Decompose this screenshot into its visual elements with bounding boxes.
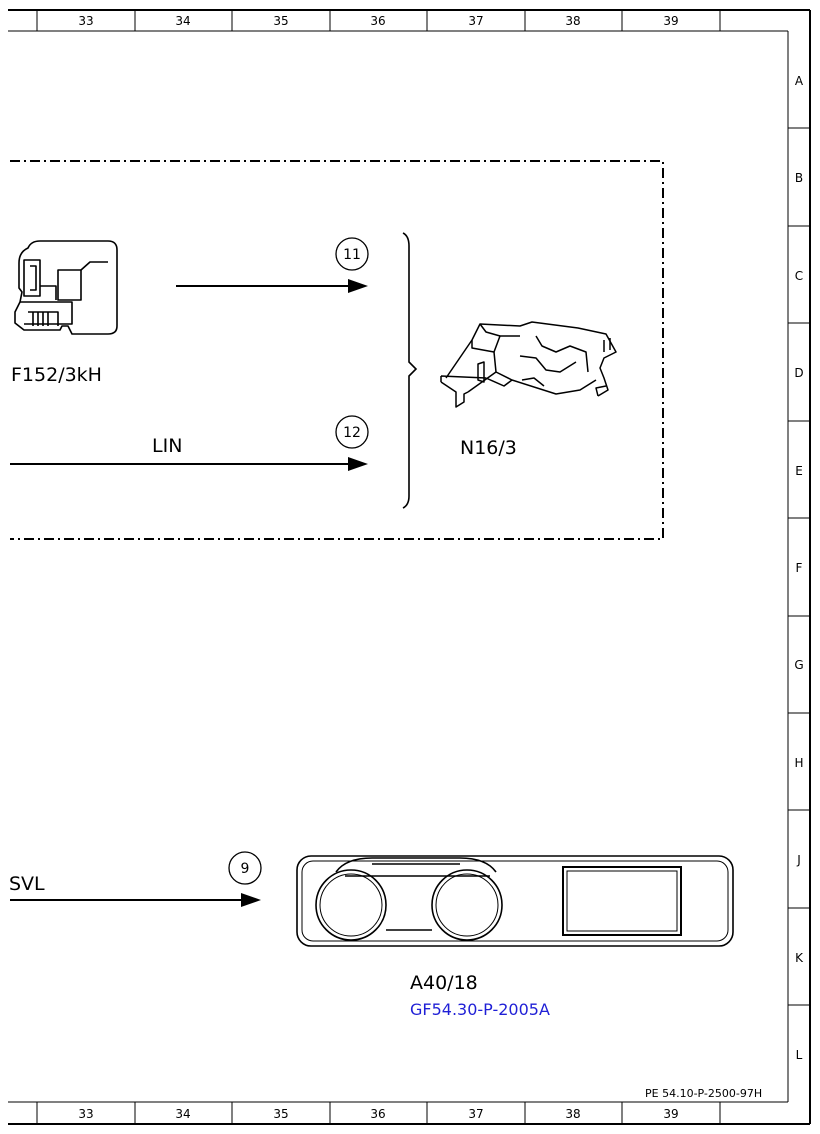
sheet-frame	[8, 9, 811, 1125]
column-number: 35	[273, 1107, 288, 1121]
row-letter: H	[794, 756, 803, 770]
connection-arrow-11	[176, 279, 368, 293]
connection-number: 11	[343, 247, 361, 263]
column-number: 37	[468, 1107, 483, 1121]
instrument-cluster-icon[interactable]	[296, 855, 734, 947]
lin-bus-label: LIN	[152, 435, 182, 457]
cluster-label: A40/18	[410, 972, 478, 994]
column-number: 37	[468, 14, 483, 28]
component-group-boundary	[10, 160, 664, 540]
column-numbers-top: 33 34 35 36 37 38 39	[78, 14, 678, 28]
connection-number: 9	[241, 861, 250, 877]
column-number: 34	[175, 1107, 190, 1121]
row-letter: C	[795, 269, 803, 283]
control-module-label: N16/3	[460, 437, 517, 459]
row-letter: B	[795, 171, 803, 185]
connection-arrow-12	[10, 457, 368, 471]
row-letter: E	[795, 464, 803, 478]
row-letter: L	[796, 1048, 803, 1062]
document-number: PE 54.10-P-2500-97H	[645, 1087, 762, 1100]
control-module-icon[interactable]	[440, 321, 617, 408]
row-letter: K	[795, 951, 804, 965]
connection-number-bubble-9: 9	[228, 851, 262, 885]
column-number: 39	[663, 14, 678, 28]
column-number: 33	[78, 14, 93, 28]
row-letter: F	[796, 561, 803, 575]
connection-arrow-9	[10, 893, 261, 907]
column-numbers-bottom: 33 34 35 36 37 38 39	[78, 1107, 678, 1121]
column-number: 36	[370, 14, 385, 28]
row-letter: G	[794, 658, 803, 672]
column-number: 36	[370, 1107, 385, 1121]
column-number: 38	[565, 14, 580, 28]
row-letters: A B C D E F G H J K L	[794, 74, 804, 1062]
row-letter: A	[795, 74, 804, 88]
svl-line-label: SVL	[9, 873, 45, 895]
row-letter: J	[796, 853, 801, 867]
column-number: 33	[78, 1107, 93, 1121]
relay-icon[interactable]	[14, 240, 118, 335]
grouping-brace	[402, 232, 418, 509]
connection-number-bubble-11: 11	[335, 237, 369, 271]
relay-label: F152/3kH	[11, 364, 102, 386]
column-number: 39	[663, 1107, 678, 1121]
connection-number: 12	[343, 425, 361, 441]
column-number: 34	[175, 14, 190, 28]
column-number: 35	[273, 14, 288, 28]
cluster-reference-link[interactable]: GF54.30-P-2005A	[410, 1000, 550, 1019]
row-letter: D	[794, 366, 803, 380]
connection-number-bubble-12: 12	[335, 415, 369, 449]
column-number: 38	[565, 1107, 580, 1121]
